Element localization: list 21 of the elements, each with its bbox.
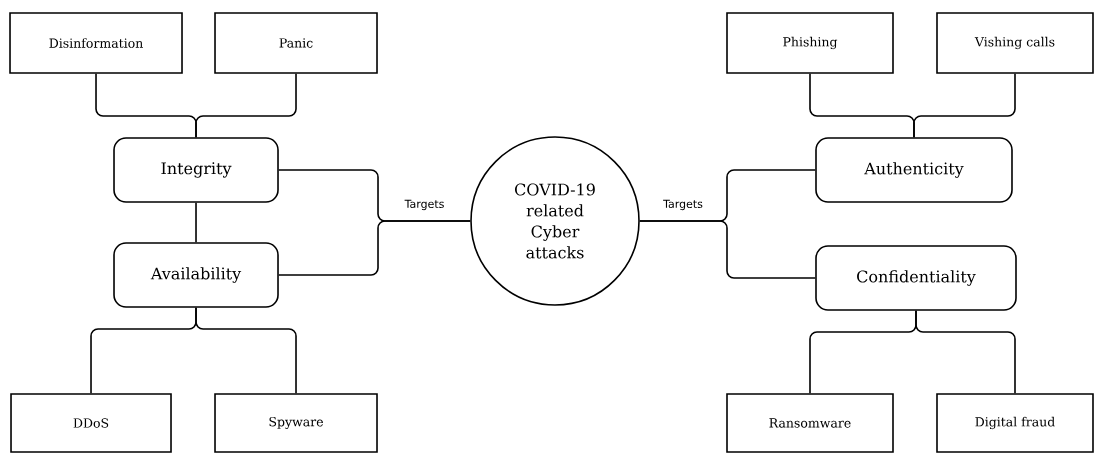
attack-box: Panic — [214, 12, 378, 74]
connector — [915, 310, 1016, 394]
connector — [278, 220, 471, 276]
attack-box: Phishing — [726, 12, 894, 74]
attack-box: Digital fraud — [936, 393, 1094, 453]
connector — [195, 73, 297, 138]
connector — [913, 73, 1016, 138]
edge-label: Targets — [662, 198, 704, 212]
attack-box: Vishing calls — [936, 12, 1094, 74]
connector — [195, 307, 297, 394]
category-box: Availability — [113, 242, 279, 308]
category-box: Authenticity — [815, 137, 1013, 203]
category-box: Integrity — [113, 137, 279, 203]
attack-box: Disinformation — [9, 12, 183, 74]
connector — [639, 220, 816, 279]
connector — [195, 202, 197, 243]
attack-box: Spyware — [214, 393, 378, 453]
attack-box: DDoS — [10, 393, 172, 453]
edge-label: Targets — [403, 198, 446, 212]
category-box: Confidentiality — [815, 245, 1017, 311]
attack-box: Ransomware — [726, 393, 894, 453]
